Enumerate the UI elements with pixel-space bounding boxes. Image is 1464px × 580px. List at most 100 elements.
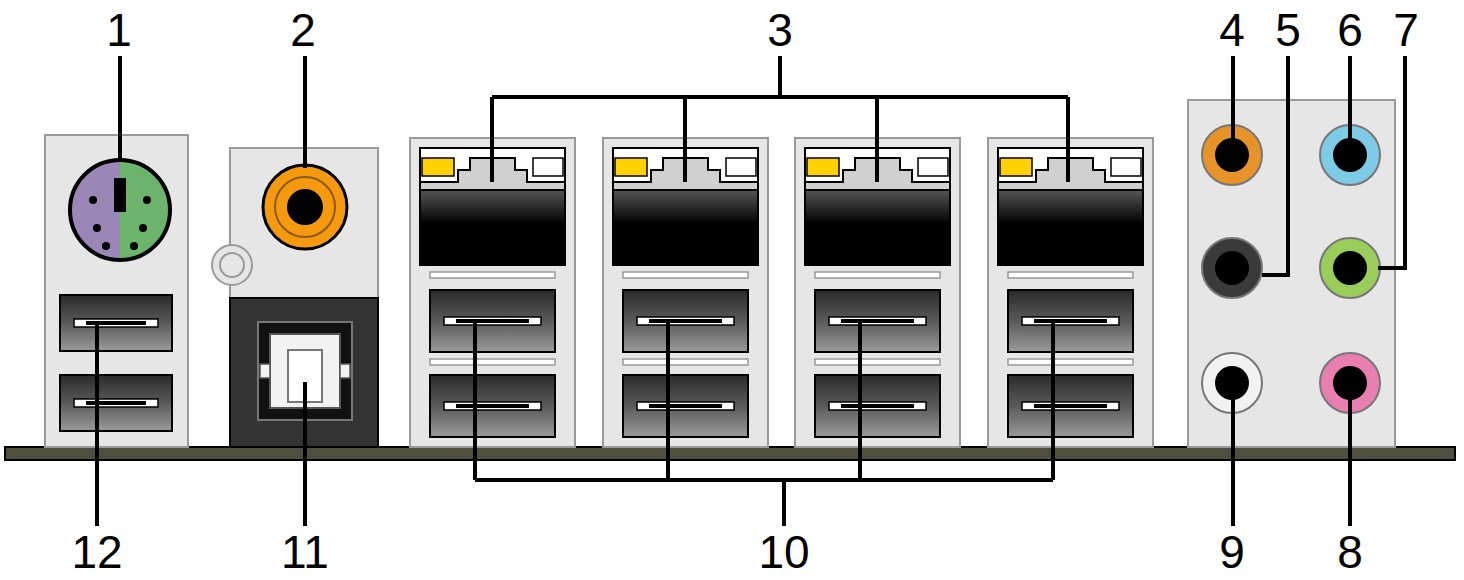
audio-jack-hole (1333, 138, 1367, 172)
usb-tongue (1022, 402, 1119, 410)
ps2-ring (70, 160, 170, 260)
usb-port (430, 290, 555, 352)
usb-housing (60, 295, 172, 351)
port-divider (623, 359, 748, 365)
leader-line (1348, 56, 1352, 140)
usb-contact (1034, 319, 1107, 323)
usb-tongue (1022, 317, 1119, 325)
usb-housing (60, 375, 172, 431)
usb-tongue (74, 399, 158, 407)
usb-contact (649, 404, 722, 408)
callout-number: 8 (1337, 529, 1363, 575)
usb-housing (430, 375, 555, 437)
port-panel (45, 135, 188, 447)
usb-housing (623, 290, 748, 352)
usb-port (623, 375, 748, 437)
led-indicator (422, 158, 454, 176)
rj45-housing (998, 148, 1143, 265)
callout-number: 4 (1219, 7, 1245, 53)
audio-jack-hole (1215, 138, 1249, 172)
usb-contact (841, 319, 914, 323)
ps2-pin (139, 224, 147, 232)
audio-panel (1188, 100, 1395, 447)
audio-jack-hole (1333, 251, 1367, 285)
usb-port (60, 295, 172, 351)
usb-housing (815, 375, 940, 437)
coaxial-center (287, 189, 323, 225)
usb-tongue (444, 317, 541, 325)
ps2-half (120, 160, 170, 260)
audio-jack (1320, 238, 1380, 298)
callout-number: 7 (1393, 7, 1419, 53)
rj45-opening (805, 190, 950, 265)
leader-line (95, 322, 99, 526)
port-panel (795, 138, 960, 447)
bracket (492, 56, 1068, 182)
led-indicator (807, 158, 839, 176)
coaxial-ring (275, 177, 335, 237)
port-divider (430, 272, 555, 278)
port-divider (815, 272, 940, 278)
usb-contact (841, 404, 914, 408)
leader-line (1231, 383, 1235, 526)
rj45-port (998, 148, 1143, 365)
optical-tab (340, 364, 350, 378)
leader-line (1348, 383, 1352, 526)
usb-contact (1034, 404, 1107, 408)
usb-contact (649, 319, 722, 323)
ps2-pin (93, 224, 101, 232)
port-divider (815, 359, 940, 365)
callout-number: 5 (1275, 7, 1301, 53)
callout-number: 9 (1219, 529, 1245, 575)
ps2-pin (143, 196, 151, 204)
usb-port (1008, 375, 1133, 437)
ps2-half (70, 160, 120, 260)
usb-housing (430, 290, 555, 352)
ps2-key (114, 178, 126, 212)
leader-line (118, 56, 122, 160)
leader-line (1231, 56, 1235, 140)
leader-line (1378, 56, 1405, 268)
led-indicator (726, 158, 756, 176)
bracket (475, 322, 1053, 526)
usb-housing (1008, 290, 1133, 352)
usb-housing (623, 375, 748, 437)
usb-port (815, 290, 940, 352)
port-panel (410, 138, 575, 447)
rj45-opening (420, 190, 565, 265)
rj45-opening (613, 190, 758, 265)
usb-tongue (444, 402, 541, 410)
usb-port (60, 375, 172, 431)
usb-tongue (829, 402, 926, 410)
ps2-pin (102, 242, 110, 250)
leader-line (303, 382, 307, 526)
callout-number: 6 (1337, 7, 1363, 53)
leader-line (303, 56, 307, 168)
callout-number: 1 (106, 7, 132, 53)
led-indicator (615, 158, 647, 176)
led-indicator (918, 158, 948, 176)
leader-line (1262, 56, 1288, 275)
usb-tongue (637, 317, 734, 325)
ps2-pin (130, 242, 138, 250)
callout-number: 12 (71, 529, 122, 575)
usb-tongue (829, 317, 926, 325)
optical-tab (260, 364, 270, 378)
callout-number: 2 (290, 7, 316, 53)
usb-contact (456, 404, 529, 408)
callout-number: 3 (767, 7, 793, 53)
usb-port (815, 375, 940, 437)
usb-port (623, 290, 748, 352)
audio-jack (1202, 238, 1262, 298)
usb-tongue (74, 319, 158, 327)
usb-port (1008, 290, 1133, 352)
usb-contact (456, 319, 529, 323)
port-divider (1008, 272, 1133, 278)
port-divider (430, 359, 555, 365)
panel-base (5, 447, 1455, 460)
port-divider (623, 272, 748, 278)
callout-number: 11 (281, 529, 329, 575)
port-panel (603, 138, 768, 447)
ps2-pin (89, 196, 97, 204)
